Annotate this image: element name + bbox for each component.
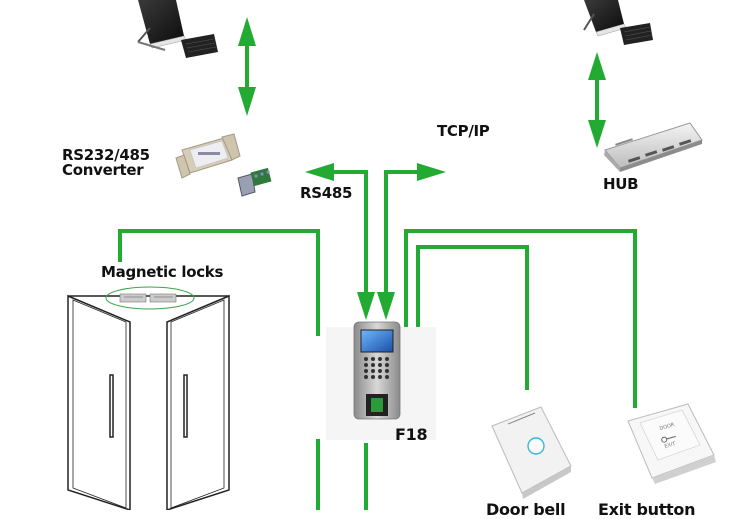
computer-right-icon	[583, 0, 653, 45]
doorbell-icon	[491, 406, 572, 499]
exit-button-exit-text: EXIT	[664, 441, 677, 450]
magnetic-locks-label: Magnetic locks	[101, 263, 224, 281]
converter-label-line1: RS232/485	[62, 146, 150, 164]
tcpip-arrow	[377, 163, 446, 320]
rs485-label: RS485	[300, 184, 353, 202]
hub-icon	[604, 122, 703, 172]
computer-left-icon	[137, 0, 218, 58]
tcpip-label: TCP/IP	[437, 122, 490, 140]
hub-label: HUB	[603, 175, 639, 193]
wire-exit-button	[404, 229, 637, 408]
converter-icon	[175, 133, 272, 197]
rs485-arrow	[305, 163, 375, 320]
wire-doorbell	[416, 245, 529, 390]
f18-device-icon	[326, 321, 436, 440]
f18-label: F18	[395, 425, 428, 444]
bidirectional-arrow-left	[238, 17, 256, 116]
wire-magnetic-locks	[118, 229, 320, 336]
exit-button-icon: DOOR EXIT	[627, 403, 716, 484]
converter-label-line2: Converter	[62, 161, 144, 179]
converter-label: RS232/485 Converter	[62, 148, 150, 178]
bidirectional-arrow-right	[588, 52, 606, 148]
magnetic-lock-icon	[105, 286, 195, 310]
exit-button-door-text: DOOR	[659, 422, 676, 432]
glass-door-icon	[67, 294, 230, 512]
